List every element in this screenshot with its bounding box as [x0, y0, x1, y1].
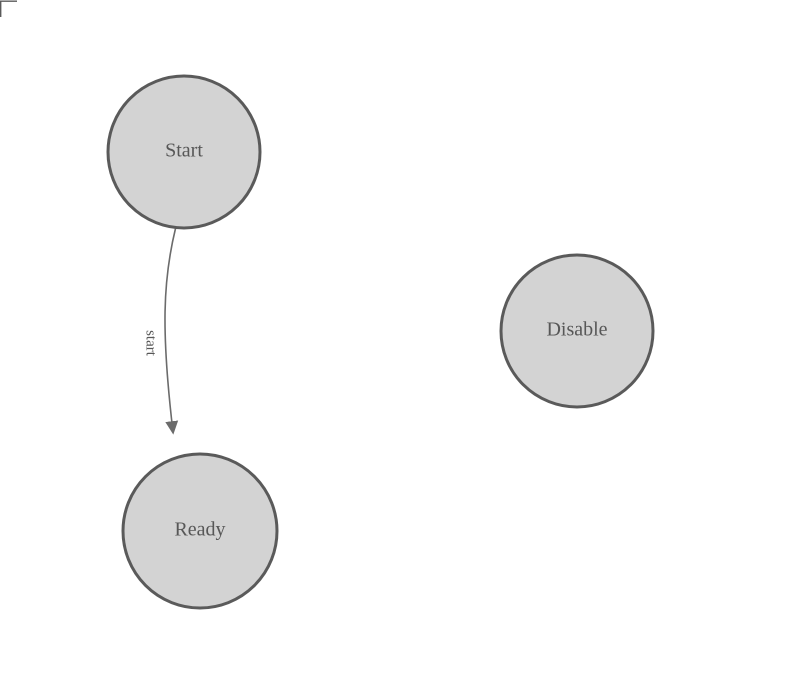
edge-path-start-to-ready[interactable] — [164, 228, 179, 435]
node-start[interactable]: Start — [106, 74, 262, 230]
node-disable[interactable]: Disable — [499, 253, 655, 409]
node-start-label: Start — [165, 140, 203, 162]
edge-label-start: start — [143, 330, 159, 357]
edge-start-to-ready[interactable]: start — [143, 228, 179, 435]
node-disable-label: Disable — [546, 319, 607, 341]
node-ready-circle[interactable] — [121, 452, 279, 610]
node-start-circle[interactable] — [106, 74, 262, 230]
top-left-corner-bracket — [0, 0, 17, 17]
node-ready[interactable]: Ready — [121, 452, 279, 610]
node-disable-circle[interactable] — [499, 253, 655, 409]
node-ready-label: Ready — [174, 519, 225, 541]
